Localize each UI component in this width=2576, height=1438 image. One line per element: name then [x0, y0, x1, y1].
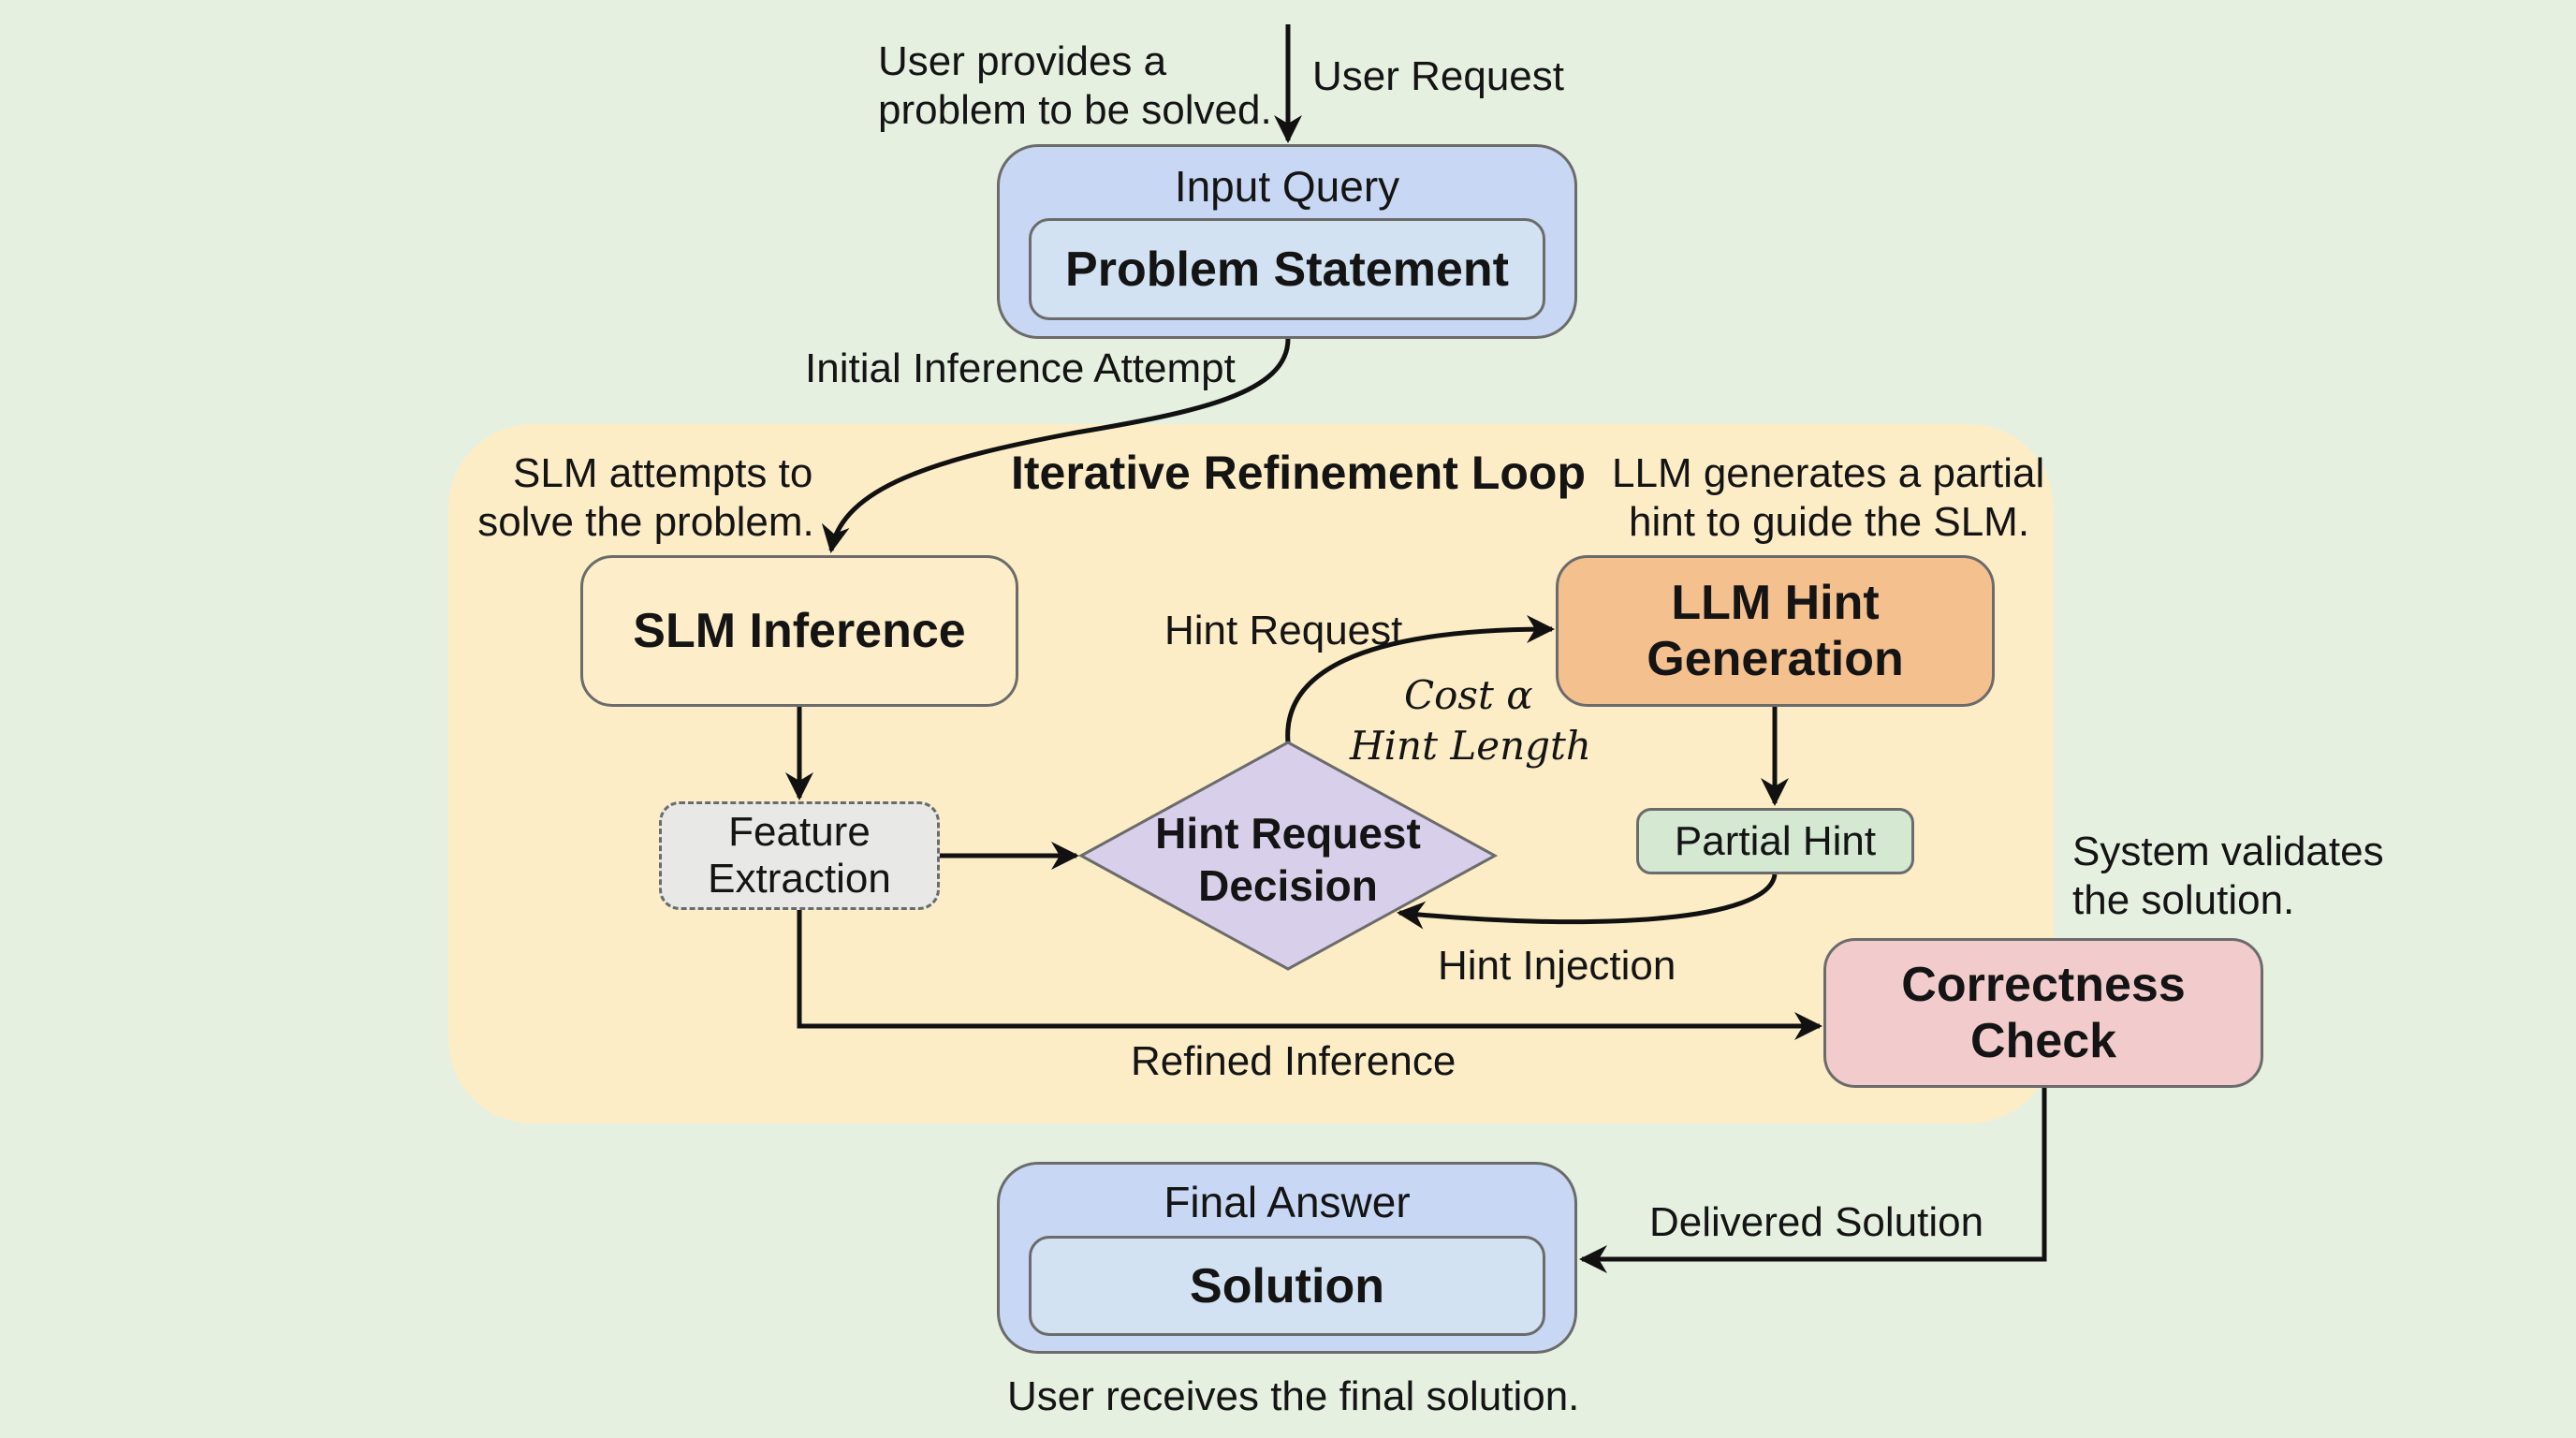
annotation-slm-attempts-1: SLM attempts to: [513, 450, 813, 496]
cost-line1-label: Cost α: [1404, 672, 1533, 718]
correctness-line2: Check: [1969, 1014, 2117, 1068]
llm-hint-line2: Generation: [1647, 632, 1904, 686]
llm-hint-generation-node[interactable]: LLM Hint Generation: [1556, 555, 1995, 707]
annotation-user-provides-2: problem to be solved.: [878, 87, 1272, 133]
annotation-system-validates-2: the solution.: [2072, 877, 2295, 923]
final-answer-title: Final Answer: [1164, 1178, 1411, 1226]
decision-line1: Hint Request: [1155, 809, 1421, 858]
decision-line2: Decision: [1198, 861, 1378, 910]
input-query-title: Input Query: [1174, 162, 1400, 211]
annotation-llm-generates-1: LLM generates a partial: [1612, 450, 2045, 496]
edge-hint-injection: [1397, 873, 1778, 930]
cost-line2-label: Hint Length: [1350, 723, 1591, 769]
annotation-system-validates-1: System validates: [2072, 829, 2384, 874]
loop-title: Iterative Refinement Loop: [1011, 447, 1586, 499]
slm-inference-label: SLM Inference: [633, 604, 966, 658]
slm-inference-node[interactable]: SLM Inference: [580, 555, 1018, 707]
annotation-user-provides-1: User provides a: [878, 38, 1167, 84]
feature-extraction-node[interactable]: Feature Extraction: [659, 801, 940, 910]
solution-node[interactable]: Solution: [1029, 1236, 1545, 1336]
partial-hint-label: Partial Hint: [1674, 817, 1877, 864]
annotation-user-receives: User receives the final solution.: [1007, 1373, 1580, 1419]
edge-hint-request: [1285, 615, 1555, 743]
partial-hint-node[interactable]: Partial Hint: [1636, 808, 1914, 874]
annotation-slm-attempts-2: solve the problem.: [477, 499, 814, 545]
feature-extraction-line2: Extraction: [708, 856, 891, 902]
edge-initial-inference: [821, 338, 1291, 553]
hint-request-label: Hint Request: [1164, 608, 1403, 653]
problem-statement-node[interactable]: Problem Statement: [1029, 218, 1545, 320]
hint-injection-label: Hint Injection: [1438, 943, 1676, 989]
edge-delivered-solution: [1579, 1088, 2047, 1273]
user-request-label: User Request: [1312, 53, 1565, 99]
solution-label: Solution: [1190, 1258, 1384, 1313]
problem-statement-label: Problem Statement: [1065, 242, 1509, 297]
hint-request-decision-diamond[interactable]: [1076, 738, 1500, 974]
delivered-solution-label: Delivered Solution: [1649, 1199, 1984, 1245]
annotation-llm-generates-2: hint to guide the SLM.: [1629, 499, 2030, 545]
llm-hint-line1: LLM Hint: [1671, 576, 1880, 630]
edge-refined-inference: [797, 910, 1822, 1040]
correctness-line1: Correctness: [1901, 958, 2186, 1012]
initial-inference-label: Initial Inference Attempt: [805, 345, 1236, 391]
feature-extraction-line1: Feature: [728, 809, 871, 855]
hint-request-decision-text: Hint Request Decision: [1076, 807, 1500, 912]
correctness-check-node[interactable]: Correctness Check: [1823, 938, 2263, 1088]
refined-inference-label: Refined Inference: [1131, 1038, 1456, 1084]
